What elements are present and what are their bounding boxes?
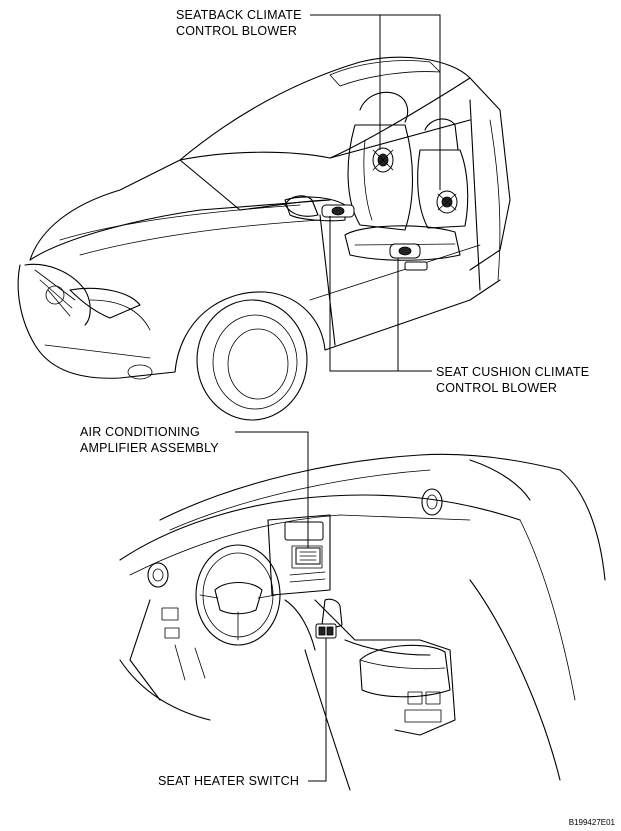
label-air-conditioning-amplifier-assembly: AIR CONDITIONING AMPLIFIER ASSEMBLY bbox=[80, 425, 219, 455]
seat-cushion-blower-driver bbox=[321, 204, 355, 218]
leader-seatback-blower bbox=[310, 14, 441, 190]
leader-ac-amplifier bbox=[235, 431, 309, 548]
label-seat-heater-switch: SEAT HEATER SWITCH bbox=[158, 774, 300, 788]
seat-cushion-blower-passenger bbox=[389, 243, 421, 259]
ac-amplifier-part bbox=[295, 547, 321, 565]
seatback-blower-rear bbox=[436, 190, 458, 214]
label-seatback-climate-control-blower: SEATBACK CLIMATE CONTROL BLOWER bbox=[176, 8, 302, 38]
leader-seat-cushion-blower bbox=[329, 216, 432, 372]
figure-code: B199427E01 bbox=[568, 818, 615, 827]
leader-seat-heater-switch bbox=[308, 638, 327, 782]
vehicle-illustration bbox=[17, 56, 511, 421]
seat-heater-switch-part bbox=[315, 623, 337, 639]
dashboard-illustration bbox=[119, 453, 606, 791]
label-seat-cushion-climate-control-blower: SEAT CUSHION CLIMATE CONTROL BLOWER bbox=[436, 365, 590, 395]
seatback-blower-front bbox=[372, 147, 394, 173]
